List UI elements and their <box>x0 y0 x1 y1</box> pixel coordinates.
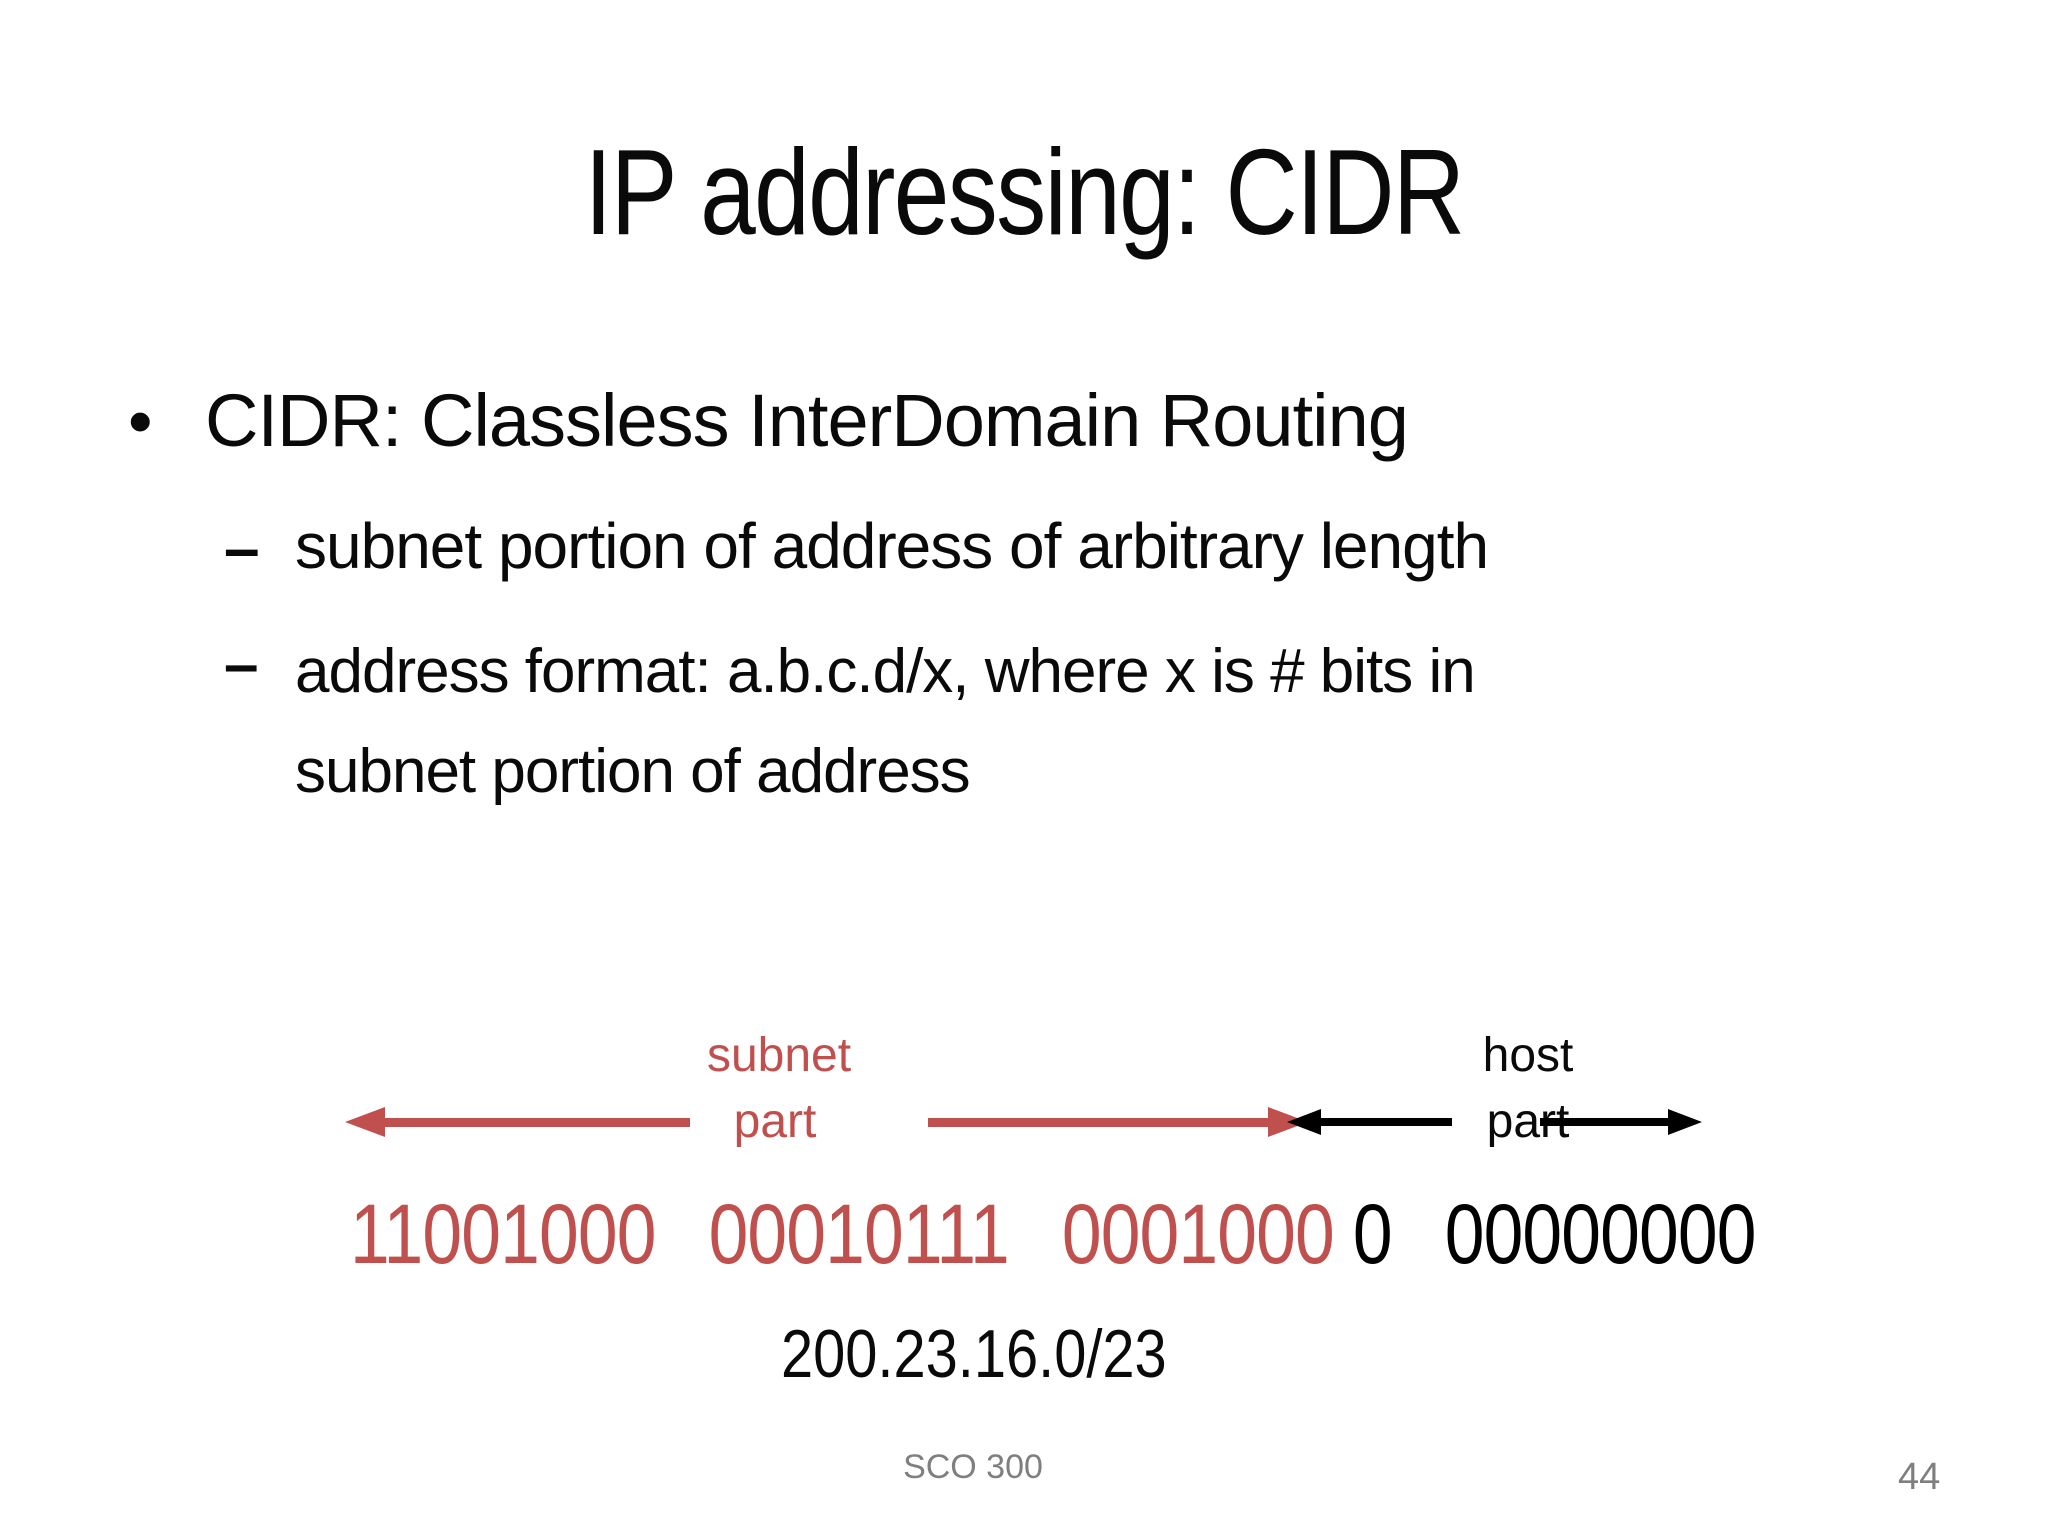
bullet-main-text: CIDR: Classless InterDomain Routing <box>205 379 1409 462</box>
subnet-part-label-line2: part <box>733 1095 817 1148</box>
binary-address-row: 11001000 00010111 0001000 0 00000000 <box>350 1192 1756 1276</box>
binary-octet-2-subnet: 00010111 <box>708 1187 1010 1281</box>
sub-bullet-1-text: subnet portion of address of arbitrary l… <box>295 510 1489 582</box>
sub-bullet-2-line-1: address format: a.b.c.d/x, where x is # … <box>295 637 1476 706</box>
cidr-address-text: 200.23.16.0/23 <box>781 1316 1167 1392</box>
slide-title: IP addressing: CIDR <box>584 124 1466 260</box>
binary-octet-4-host: 00000000 <box>1444 1187 1757 1281</box>
binary-octet-1-subnet: 11001000 <box>350 1187 656 1281</box>
binary-octet-3-host-bit: 0 <box>1352 1187 1393 1281</box>
host-part-label-line1: host <box>1482 1029 1574 1082</box>
bullet-dot-icon: • <box>128 382 153 460</box>
subnet-part-arrow-left-icon <box>345 1107 690 1137</box>
binary-octet-3-subnet-bits: 0001000 <box>1061 1187 1335 1281</box>
host-part-arrow-left-icon <box>1287 1109 1452 1135</box>
subnet-part-arrow-right-icon <box>928 1107 1308 1137</box>
footer-course-label: SCO 300 <box>903 1448 1043 1486</box>
subnet-part-label-line1: subnet <box>706 1029 852 1082</box>
dash-bullet-icon: – <box>224 512 260 584</box>
host-part-arrow-right-icon <box>1540 1109 1702 1135</box>
sub-bullet-2-line-2: subnet portion of address <box>295 737 971 806</box>
page-number: 44 <box>1898 1456 1941 1498</box>
dash-bullet-icon: – <box>224 630 259 699</box>
sub-bullet-2-text: address format: a.b.c.d/x, where x is # … <box>295 622 1476 822</box>
